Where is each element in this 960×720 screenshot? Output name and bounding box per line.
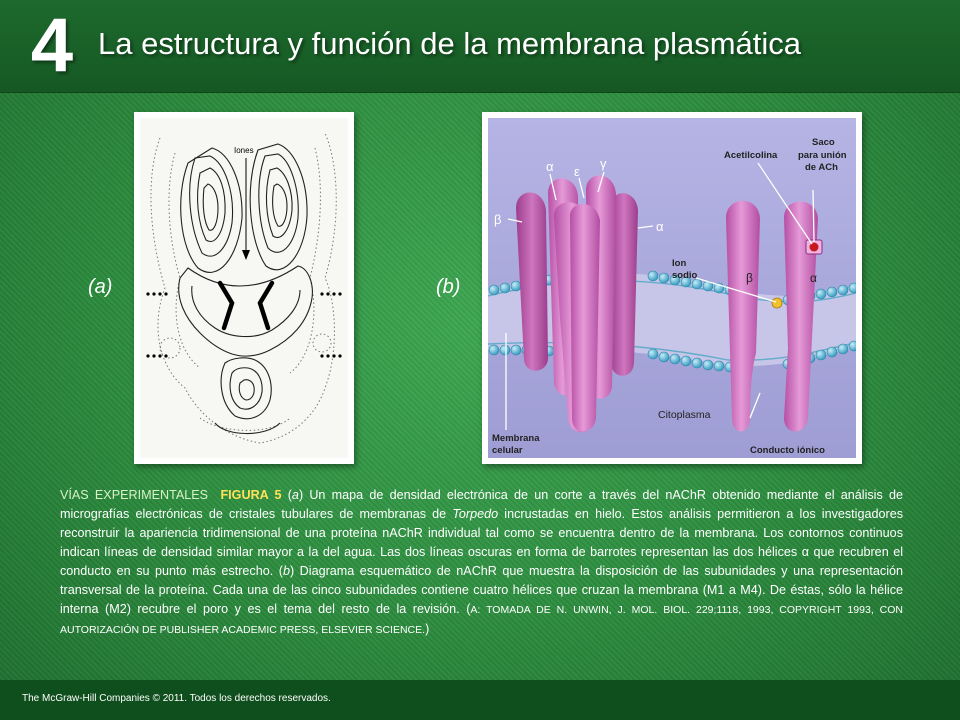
- figure-label-a: (a): [88, 276, 113, 298]
- caption-text-5: ): [425, 622, 430, 636]
- label-alpha-mid: α: [656, 219, 664, 234]
- caption-text-4: ) Diagrama esquemático de nAChR que mues…: [60, 564, 904, 616]
- label-epsilon: ε: [574, 164, 580, 179]
- caption-text-2: ) Un mapa de densidad electrónica de un …: [60, 488, 903, 521]
- label-gamma: γ: [600, 156, 607, 171]
- caption-text-1: (: [281, 488, 292, 502]
- label-de-ach: de ACh: [805, 162, 838, 173]
- label-saco: Saco: [812, 137, 835, 148]
- caption-text-3: incrustadas en hielo. Estos análisis per…: [60, 507, 903, 578]
- label-conducto-ionico: Conducto iónico: [750, 445, 825, 456]
- header-bar: 4 La estructura y función de la membrana…: [0, 0, 960, 93]
- footer-bar: The McGraw-Hill Companies © 2011. Todos …: [0, 680, 960, 720]
- caption-b: b: [282, 564, 290, 578]
- label-citoplasma: Citoplasma: [658, 409, 711, 421]
- nachr-diagram-panel: Acetilcolina Saco para unión de ACh Ion …: [482, 112, 862, 464]
- label-beta-left: β: [494, 212, 501, 227]
- figure-caption: VÍAS EXPERIMENTALES FIGURA 5 (a) Un mapa…: [60, 486, 903, 640]
- label-acetilcolina: Acetilcolina: [724, 150, 778, 161]
- caption-figure-ref: FIGURA 5: [220, 488, 282, 502]
- caption-credit: A: TOMADA DE N. UNWIN, J. MOL. BIOL. 229…: [60, 604, 904, 636]
- ions-label: Iones: [234, 146, 254, 155]
- figure-label-b: (b): [436, 276, 461, 298]
- caption-a: a: [291, 488, 299, 502]
- label-alpha-right: α: [810, 271, 817, 285]
- density-map-image: Iones: [140, 118, 348, 458]
- label-alpha-top: α: [546, 159, 554, 174]
- caption-section: VÍAS EXPERIMENTALES: [60, 488, 209, 502]
- label-sodio: sodio: [672, 270, 698, 281]
- caption-torpedo: Torpedo: [452, 507, 499, 521]
- chapter-number: 4: [30, 3, 74, 88]
- density-map-panel: Iones: [134, 112, 354, 464]
- label-ion: Ion: [672, 258, 686, 269]
- label-celular: celular: [492, 445, 523, 456]
- page-title: La estructura y función de la membrana p…: [98, 26, 802, 61]
- label-para-union: para unión: [798, 150, 847, 161]
- label-membrana: Membrana: [492, 433, 540, 444]
- nachr-diagram-image: Acetilcolina Saco para unión de ACh Ion …: [488, 118, 856, 458]
- copyright-text: The McGraw-Hill Companies © 2011. Todos …: [22, 693, 331, 704]
- label-beta-right: β: [746, 271, 753, 285]
